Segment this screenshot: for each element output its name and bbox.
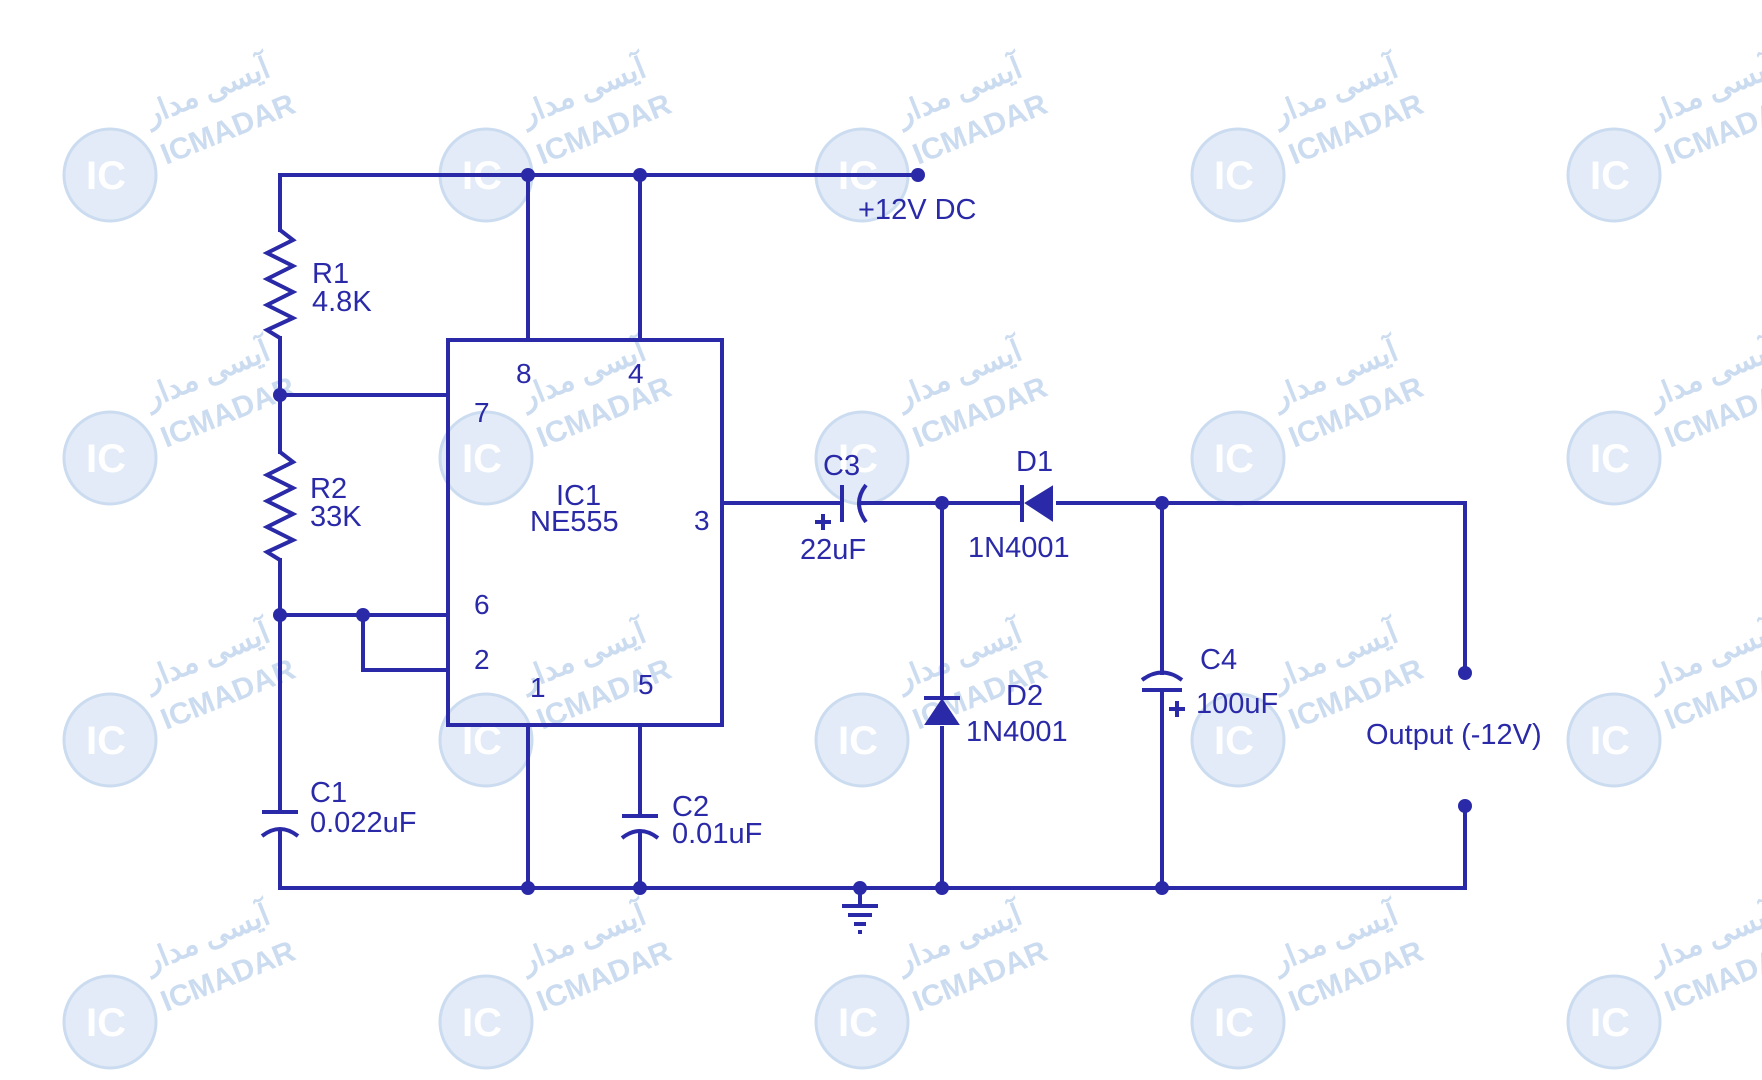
c3-capacitor <box>815 483 868 530</box>
ic1-body <box>446 338 724 727</box>
svg-text:IC: IC <box>1214 1001 1254 1045</box>
d1-ref: D1 <box>1016 446 1053 478</box>
svg-text:IC: IC <box>1590 1001 1630 1045</box>
ground-symbol <box>842 904 878 934</box>
d1-diode <box>1020 485 1053 522</box>
svg-text:IC: IC <box>1214 154 1254 198</box>
junction-pin8 <box>521 168 535 182</box>
svg-text:IC: IC <box>838 437 878 481</box>
c3-ref: C3 <box>823 450 860 482</box>
junction-c4-top <box>1155 496 1169 510</box>
svg-text:IC: IC <box>462 437 502 481</box>
d2-diode <box>924 696 960 725</box>
junction-pin7 <box>273 388 287 402</box>
junction-d1-d2 <box>935 496 949 510</box>
svg-text:IC: IC <box>86 437 126 481</box>
c2-capacitor <box>620 814 660 840</box>
junction-pin2 <box>356 608 370 622</box>
r2-value: 33K <box>310 501 362 533</box>
svg-text:IC: IC <box>462 1001 502 1045</box>
svg-text:IC: IC <box>1214 719 1254 763</box>
pin-7-label: 7 <box>474 397 490 428</box>
d2-part: 1N4001 <box>966 716 1068 748</box>
junctions <box>273 168 1472 895</box>
svg-text:IC: IC <box>838 719 878 763</box>
svg-text:IC: IC <box>86 154 126 198</box>
c1-ref: C1 <box>310 777 347 809</box>
svg-text:IC: IC <box>86 1001 126 1045</box>
r1-ref: R1 <box>312 258 349 290</box>
c1-capacitor <box>260 810 300 838</box>
c4-value: 100uF <box>1196 688 1278 720</box>
c1-value: 0.022uF <box>310 807 416 839</box>
junction-pin4 <box>633 168 647 182</box>
pin-6-label: 6 <box>474 589 490 620</box>
pin-8-label: 8 <box>516 358 532 389</box>
junction-c2-ground <box>633 881 647 895</box>
c2-value: 0.01uF <box>672 818 762 850</box>
pin-5-label: 5 <box>638 669 654 700</box>
c3-value: 22uF <box>800 534 866 566</box>
junction-c4-ground <box>1155 881 1169 895</box>
svg-text:IC: IC <box>1214 437 1254 481</box>
junction-pin1-ground <box>521 881 535 895</box>
svg-text:IC: IC <box>838 1001 878 1045</box>
pin-3-label: 3 <box>694 505 710 536</box>
pin-2-label: 2 <box>474 644 490 675</box>
ic1-ref: IC1 <box>556 480 601 512</box>
c2-ref: C2 <box>672 791 709 823</box>
r1-resistor <box>262 228 298 340</box>
junction-d2-ground <box>935 881 949 895</box>
pin-1-label: 1 <box>530 672 546 703</box>
r2-ref: R2 <box>310 473 347 505</box>
supply-terminal <box>911 168 925 182</box>
junction-ground <box>853 881 867 895</box>
ic1-part: NE555 <box>530 506 619 538</box>
c4-ref: C4 <box>1200 644 1237 676</box>
output-terminal-bottom <box>1458 799 1472 813</box>
svg-text:IC: IC <box>1590 154 1630 198</box>
d1-part: 1N4001 <box>968 532 1070 564</box>
pin-4-label: 4 <box>628 358 644 389</box>
output-label: Output (-12V) <box>1366 719 1542 751</box>
r2-resistor <box>262 450 298 562</box>
output-terminal-top <box>1458 666 1472 680</box>
svg-text:IC: IC <box>1590 719 1630 763</box>
wires <box>278 173 1467 908</box>
svg-text:IC: IC <box>86 719 126 763</box>
supply-label: +12V DC <box>858 194 976 226</box>
c4-capacitor <box>1140 670 1185 717</box>
r1-value: 4.8K <box>312 286 372 318</box>
d2-ref: D2 <box>1006 680 1043 712</box>
svg-text:IC: IC <box>1590 437 1630 481</box>
junction-pin6 <box>273 608 287 622</box>
